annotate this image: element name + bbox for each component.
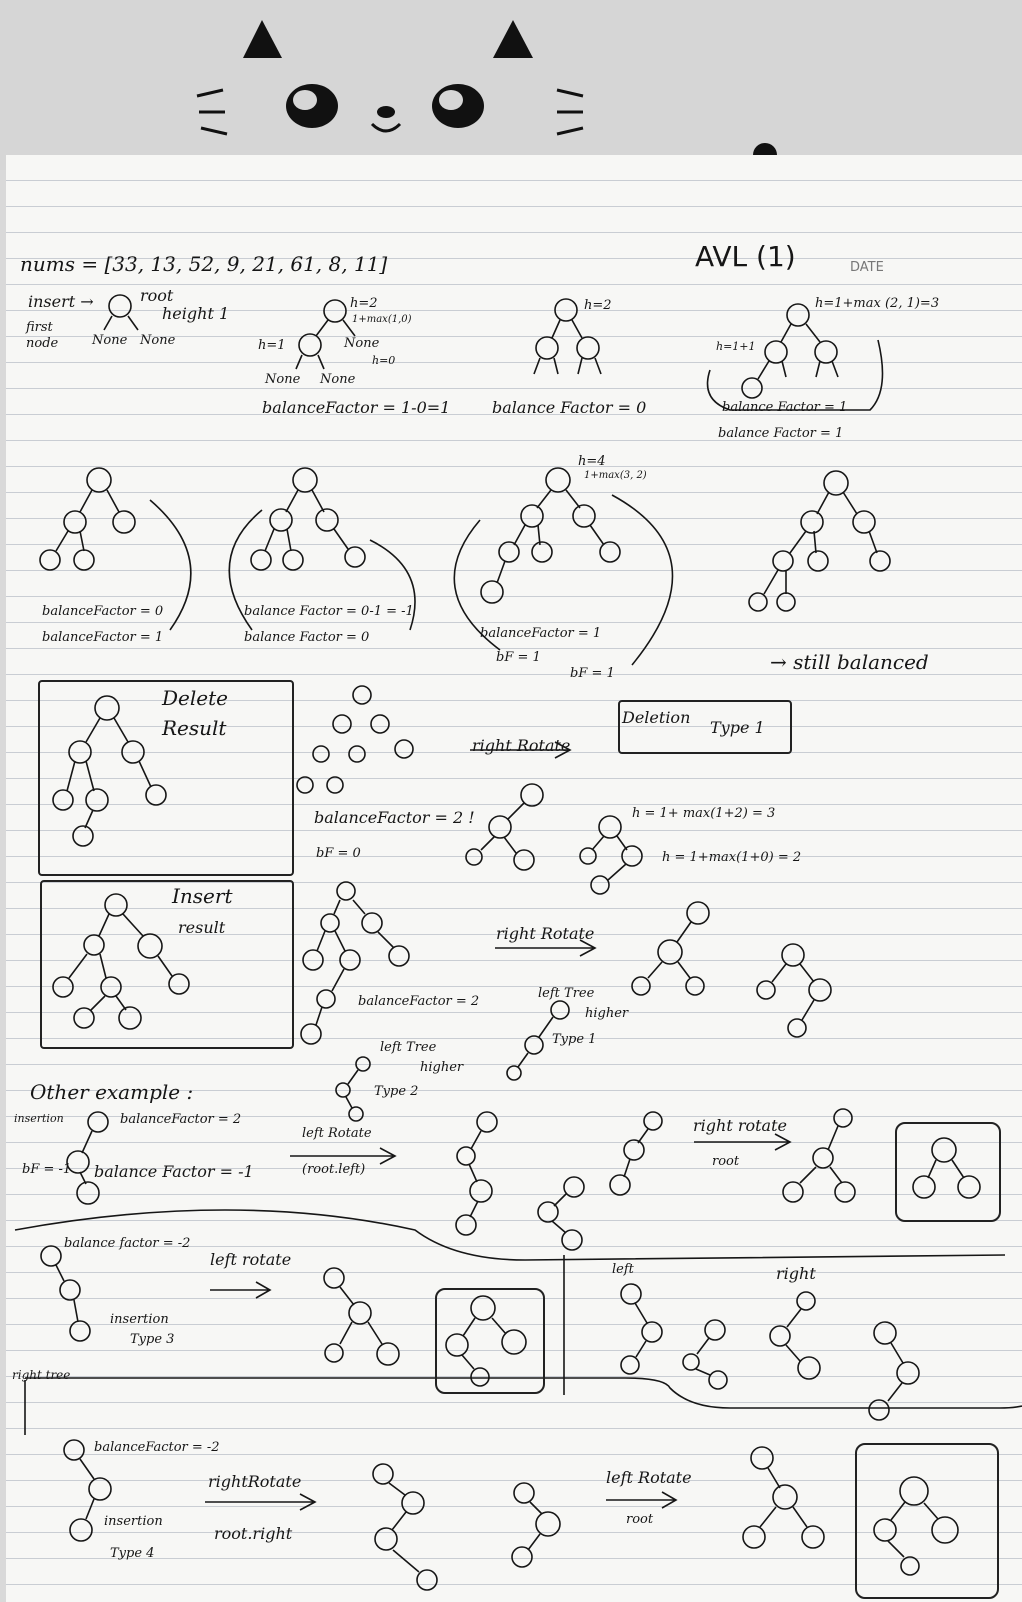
- bf-row7: balanceFactor = -2: [94, 1440, 220, 1455]
- bf-row4-2: balanceFactor = 2: [358, 994, 480, 1009]
- date-label: DATE: [850, 260, 884, 275]
- left-tree-label: left Tree: [538, 986, 595, 1001]
- cat-face-header: [0, 0, 1022, 170]
- bf-2: balanceFactor = 2 !: [314, 808, 475, 827]
- right-rotate-2-label: right Rotate: [496, 924, 595, 943]
- higher-label: higher: [585, 1006, 629, 1021]
- h2-calc: 1+max(1,0): [352, 314, 412, 325]
- bf-0: balance Factor = 0: [492, 398, 647, 417]
- insert-10-label: Insert: [172, 884, 233, 908]
- insertion-label: insertion: [14, 1112, 64, 1125]
- type1-row4: Type 1: [552, 1032, 597, 1047]
- none-a: None: [265, 372, 301, 387]
- type2-label: Type 2: [374, 1084, 419, 1099]
- none-left: None: [92, 333, 128, 348]
- root-left-label: (root.left): [302, 1162, 366, 1177]
- bf-row6: balance factor = -2: [64, 1236, 191, 1251]
- nums-list: nums = [33, 13, 52, 9, 21, 61, 8, 11]: [20, 252, 388, 276]
- bf-row3-0: bF = 0: [316, 846, 361, 861]
- right-tree-label: right tree: [12, 1368, 71, 1382]
- insertion-row6: insertion: [110, 1312, 169, 1327]
- bf-d: bF = 1: [496, 650, 541, 665]
- insert-label: insert →: [28, 292, 94, 311]
- bf-a: balance Factor = 1: [722, 400, 848, 415]
- delete-label: Delete: [162, 686, 228, 710]
- h4-label: h=4: [578, 454, 606, 469]
- none-right: None: [140, 333, 176, 348]
- right-label: right: [776, 1264, 816, 1283]
- bf-e: bF = 1: [570, 666, 615, 681]
- root-right-label: root.right: [214, 1524, 293, 1543]
- bf-row2-1: balanceFactor = 1: [42, 630, 164, 645]
- right-rotate-label: right Rotate: [472, 736, 571, 755]
- right-rotate-4-label: rightRotate: [208, 1472, 302, 1491]
- type3-result-box: [435, 1288, 545, 1394]
- root-label-3: root: [626, 1512, 654, 1527]
- left-rotate-label: left Rotate: [302, 1126, 372, 1141]
- bf-row5-2: balanceFactor = 2: [120, 1112, 242, 1127]
- none-13: None: [344, 336, 380, 351]
- bf-row2-0: balanceFactor = 0: [42, 604, 164, 619]
- insert-result-box: [40, 880, 294, 1049]
- root-label-2: root: [712, 1154, 740, 1169]
- still-balanced: → still balanced: [770, 650, 929, 674]
- type1-label: Type 1: [710, 718, 765, 737]
- none-b: None: [320, 372, 356, 387]
- type3-label: Type 3: [130, 1332, 175, 1347]
- h4-calc: 1+max(3, 2): [584, 470, 647, 481]
- higher-2: higher: [420, 1060, 464, 1075]
- type4-label: Type 4: [110, 1546, 155, 1561]
- bf-row2-m1: balance Factor = 0-1 = -1: [244, 604, 414, 619]
- bf-row5-m1: bF = -1: [22, 1162, 72, 1177]
- other-example: Other example :: [30, 1080, 194, 1104]
- delete-result-box: [38, 680, 294, 876]
- h1-label: h=1: [258, 338, 286, 353]
- h-calc-1: h = 1+ max(1+2) = 3: [632, 806, 776, 821]
- insert-result-label: result: [178, 918, 226, 937]
- bf-row5-m1b: balance Factor = -1: [94, 1162, 254, 1181]
- first-node-label: first node: [26, 320, 59, 351]
- bf-row2-0b: balance Factor = 0: [244, 630, 370, 645]
- h-plus: h=1+1: [716, 340, 756, 353]
- left-label: left: [612, 1262, 634, 1277]
- notebook-page: [6, 155, 1022, 1602]
- h-calc-2: h = 1+max(1+0) = 2: [662, 850, 802, 865]
- left-rotate-2-label: left rotate: [210, 1250, 292, 1269]
- h2-label: h=2: [350, 296, 378, 311]
- type4-result-box: [855, 1443, 999, 1599]
- deletion-label: Deletion: [622, 708, 691, 727]
- h2-label-2: h=2: [584, 298, 612, 313]
- page-title: AVL (1): [695, 240, 796, 273]
- right-rotate-3-label: right rotate: [693, 1116, 787, 1135]
- deletion-type-box: [618, 700, 792, 754]
- bf-1: balanceFactor = 1-0=1: [262, 398, 451, 417]
- delete-result-label: Result: [162, 716, 227, 740]
- left-rotate-3-label: left Rotate: [606, 1468, 692, 1487]
- type2-result-box: [895, 1122, 1001, 1222]
- root-label: root: [140, 286, 174, 305]
- height-label: height 1: [162, 304, 230, 323]
- left-tree-2: left Tree: [380, 1040, 437, 1055]
- insertion-row7: insertion: [104, 1514, 163, 1529]
- h0-label: h=0: [372, 354, 396, 367]
- bf-b: balance Factor = 1: [718, 426, 844, 441]
- h3-calc: h=1+max (2, 1)=3: [815, 296, 940, 311]
- bf-c: balanceFactor = 1: [480, 626, 602, 641]
